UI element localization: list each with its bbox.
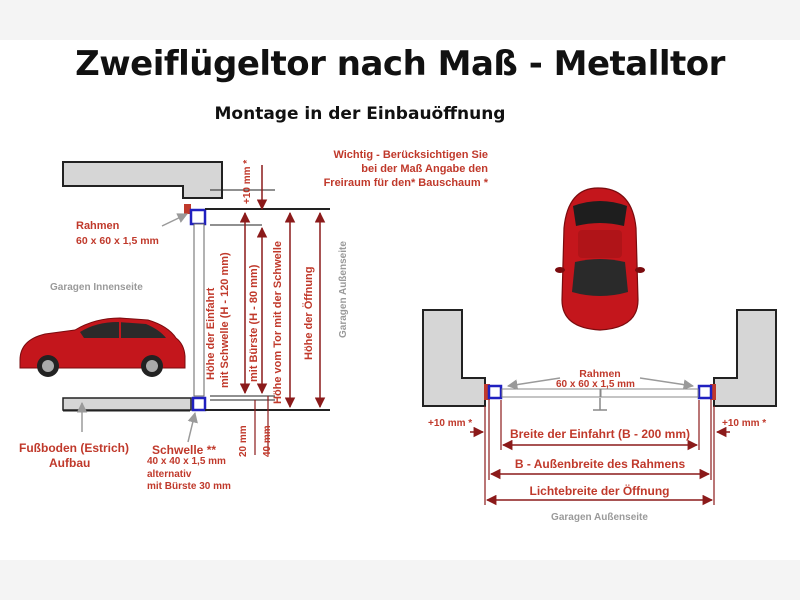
hoehe-einfahrt-buerste-label: mit Bürste (H - 80 mm): [248, 264, 260, 382]
rahmen-size-side: 60 x 60 x 1,5 mm: [76, 235, 159, 247]
page-subtitle: Montage in der Einbauöffnung: [214, 104, 506, 124]
lintel-wall: [62, 161, 223, 199]
breite-einfahrt-label: Breite der Einfahrt (B - 200 mm): [509, 427, 691, 441]
garagen-innenseite-label: Garagen Innenseite: [50, 282, 143, 293]
gate-leaf-right: [600, 388, 699, 398]
aussenbreite-label: B - Außenbreite des Rahmens: [514, 457, 686, 471]
plus10-left-label: +10 mm *: [428, 418, 473, 429]
frame-profile-top: [189, 208, 207, 226]
frame-profile-left: [487, 384, 503, 400]
rahmen-label-top: Rahmen: [579, 368, 621, 380]
lichtebreite-label: Lichtebreite der Öffnung: [529, 484, 670, 498]
plus10-vertical-label: +10 mm *: [242, 159, 253, 204]
dim-20mm-label: 20 mm: [238, 425, 249, 457]
floor-slab: [62, 397, 192, 411]
threshold-profile: [191, 396, 207, 412]
car-side-illustration: [19, 317, 186, 377]
schwelle-size-label: 40 x 40 x 1,5 mm: [147, 456, 226, 467]
rahmen-label-side: Rahmen: [76, 220, 120, 232]
fussboden-label: Fußboden (Estrich): [19, 441, 129, 455]
schwelle-alternativ-label: alternativ: [147, 469, 192, 480]
hoehe-oeffnung-label: Höhe der Öffnung: [303, 266, 315, 361]
note-line-2: bei der Maß Angabe den: [361, 163, 488, 175]
wall-left: [422, 309, 486, 407]
page-title: Zweiflügeltor nach Maß - Metalltor: [75, 44, 725, 84]
gate-leaf: [193, 223, 205, 397]
hoehe-tor-label: Höhe vom Tor mit der Schwelle: [272, 241, 284, 404]
garagen-aussenseite-side-label: Garagen Außenseite: [338, 241, 349, 338]
hoehe-einfahrt-label: Höhe der Einfahrt: [205, 287, 217, 380]
frame-profile-right: [697, 384, 713, 400]
plus10-right-label: +10 mm *: [722, 418, 767, 429]
schwelle-buerste-label: mit Bürste 30 mm: [147, 481, 231, 492]
foam-top: [184, 204, 191, 214]
dim-40mm-label: 40 mm: [262, 425, 273, 457]
garagen-aussenseite-top-label: Garagen Außenseite: [551, 512, 648, 523]
rahmen-size-top: 60 x 60 x 1,5 mm: [556, 379, 635, 390]
note-line-1: Wichtig - Berücksichtigen Sie: [333, 149, 488, 161]
note-line-3: Freiraum für den* Bauschaum *: [323, 177, 488, 189]
car-top-illustration: [555, 187, 645, 331]
fussboden-aufbau-label: Aufbau: [49, 456, 91, 470]
schwelle-label: Schwelle **: [152, 443, 217, 457]
hoehe-einfahrt-schwelle-label: mit Schwelle (H - 120 mm): [219, 252, 231, 388]
wall-right: [713, 309, 777, 407]
gate-leaf-left: [501, 388, 601, 398]
